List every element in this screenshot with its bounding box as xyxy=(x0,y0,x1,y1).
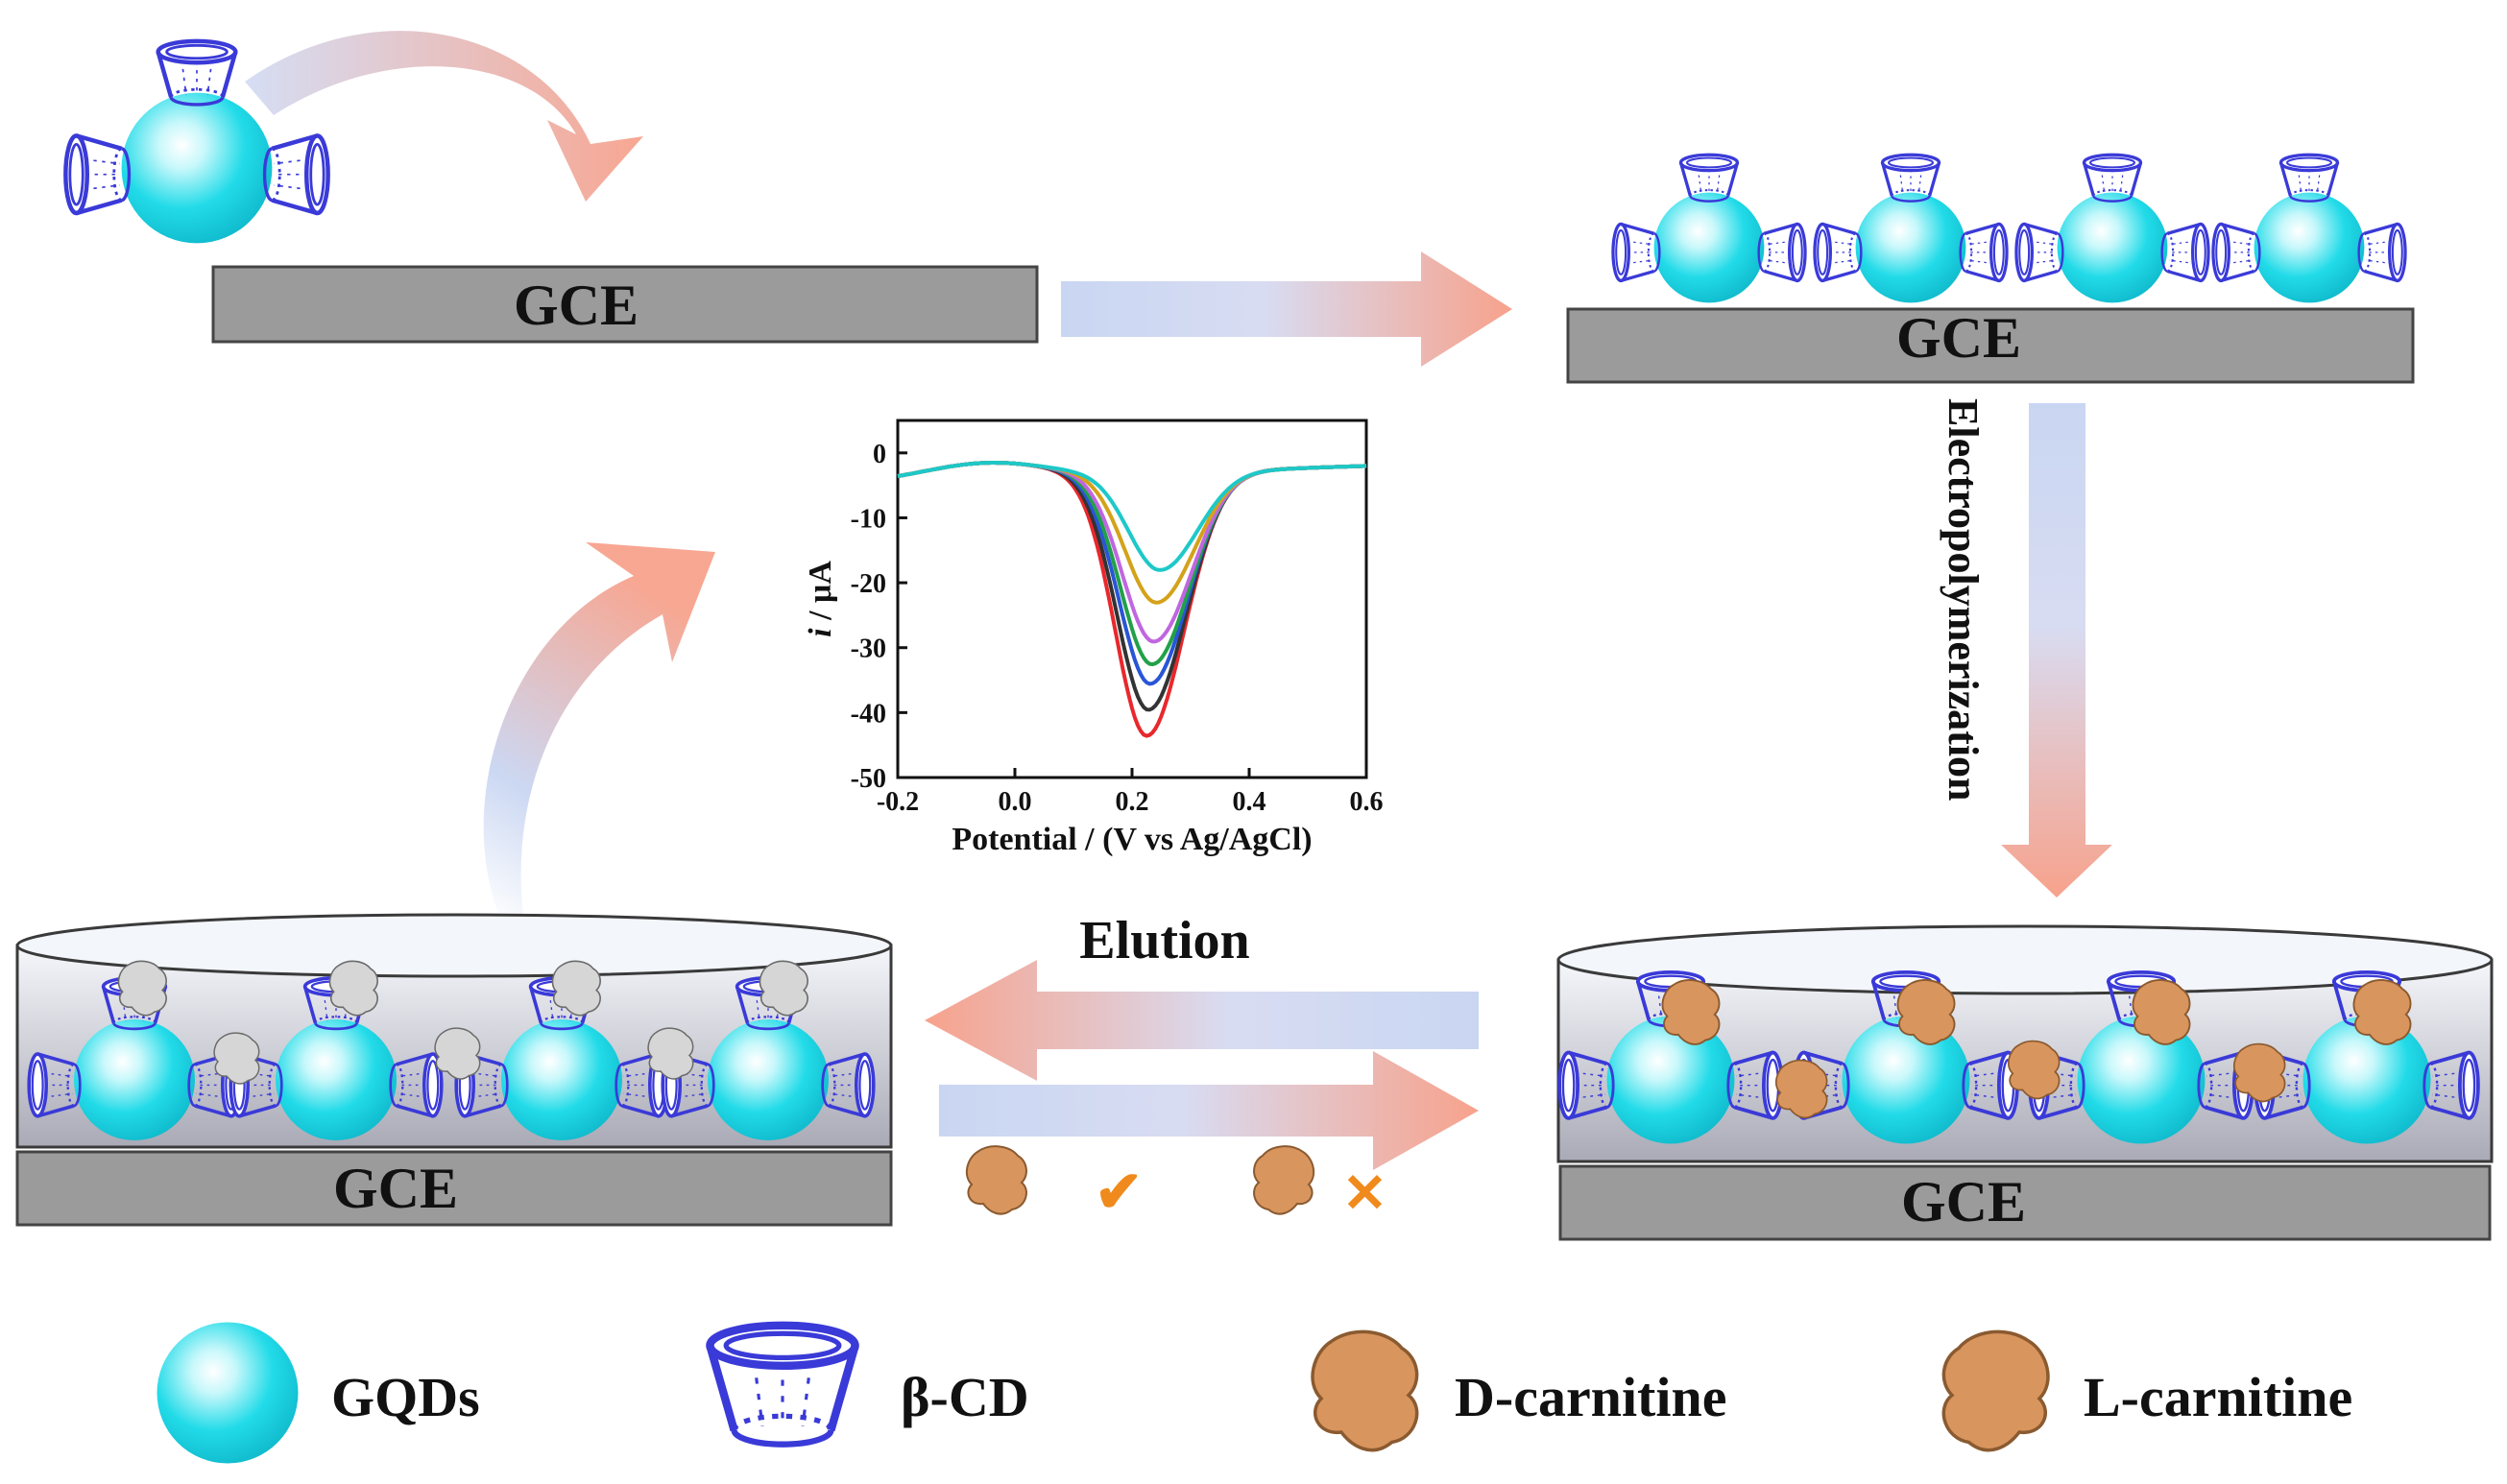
beta-cd-cup-icon xyxy=(710,1326,855,1445)
chart-ytick-label: -10 xyxy=(851,504,886,534)
electrode-modified-label: GCE xyxy=(1896,306,2021,370)
chart-xtick-label: -0.2 xyxy=(877,787,919,817)
d-carnitine-icon xyxy=(1311,1329,1419,1452)
chart-ytick-label: -20 xyxy=(851,569,886,599)
legend-label-d-carnitine: D-carnitine xyxy=(1455,1366,1727,1428)
chart-ytick-label: -30 xyxy=(851,634,886,664)
legend-label-beta-cd: β-CD xyxy=(901,1366,1029,1428)
chart-ytick-label: -50 xyxy=(851,764,886,794)
chart-series xyxy=(897,461,1367,738)
chart-ylabel: i / μA xyxy=(803,561,838,637)
gqd-sphere-icon xyxy=(157,1322,299,1464)
arrow-rebinding xyxy=(939,1051,1479,1170)
chart-ticks: -0.2 0.0 0.2 0.4 0.6 0 -10 -20 -30 -40 -50 xyxy=(851,440,1384,817)
electrode-imprinted xyxy=(1558,1164,2492,1241)
selectivity-d-carnitine: ✔ xyxy=(965,1145,1143,1224)
chart-xtick-label: 0.4 xyxy=(1233,787,1266,817)
dpv-chart: -0.2 0.0 0.2 0.4 0.6 0 -10 -20 -30 -40 -50 Potenti… xyxy=(803,419,1384,857)
arrow-elution xyxy=(925,960,1479,1081)
step2-modified-electrode xyxy=(1613,155,2405,302)
reject-mark: ✕ xyxy=(1342,1164,1387,1224)
electrode-modified xyxy=(1566,307,2415,384)
legend-label-gqds: GQDs xyxy=(331,1366,480,1428)
chart-xtick-label: 0.6 xyxy=(1350,787,1384,817)
chart-xtick-label: 0.2 xyxy=(1116,787,1149,817)
electrode-bare-label: GCE xyxy=(514,274,639,337)
legend: GQDs β-CD D-carnitine L-carnitine xyxy=(157,1322,2352,1464)
accept-mark: ✔ xyxy=(1095,1161,1143,1224)
chart-plot-frame xyxy=(896,419,1368,779)
curved-arrow-left xyxy=(483,542,715,917)
arrow-step1-to-step2 xyxy=(1061,251,1512,367)
step3-imprinted-electrode xyxy=(1556,924,2494,1163)
electrode-bare xyxy=(211,265,1039,344)
chart-xtick-label: 0.0 xyxy=(999,787,1032,817)
l-carnitine-icon xyxy=(1941,1329,2050,1452)
step4-eluted-electrode xyxy=(15,913,893,1149)
electrode-imprinted-label: GCE xyxy=(1901,1170,2026,1233)
electrode-eluted-label: GCE xyxy=(333,1157,458,1220)
selectivity-l-carnitine: ✕ xyxy=(1253,1145,1387,1224)
arrow-electropolymerization xyxy=(2001,403,2112,898)
legend-label-l-carnitine: L-carnitine xyxy=(2084,1366,2352,1428)
chart-ytick-label: -40 xyxy=(851,699,886,729)
chart-xlabel: Potential / (V vs Ag/AgCl) xyxy=(952,822,1312,857)
electrode-eluted xyxy=(15,1150,893,1227)
electropolymerization-label: Electropolymerization xyxy=(1940,398,1987,802)
chart-series-line xyxy=(897,461,1367,572)
elution-label: Elution xyxy=(1079,911,1249,970)
chart-ytick-label: 0 xyxy=(873,440,886,469)
curved-arrow-top xyxy=(245,31,643,202)
